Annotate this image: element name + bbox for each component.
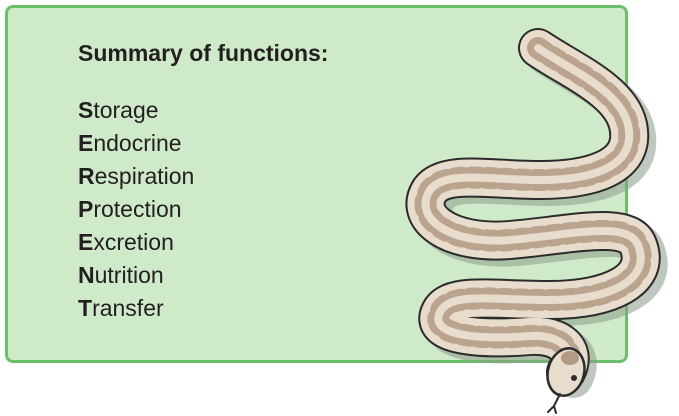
list-item-text: rotection — [93, 196, 182, 222]
list-item-transfer: Transfer — [78, 292, 194, 325]
snake-tongue — [547, 393, 561, 414]
list-item-protection: Protection — [78, 193, 194, 226]
list-item-initial: P — [78, 196, 94, 222]
list-item-initial: E — [78, 130, 94, 156]
snake-icon — [405, 28, 668, 414]
list-item-storage: Storage — [78, 94, 194, 127]
snake-head-marking — [561, 351, 579, 365]
snake-belly — [421, 44, 645, 376]
list-item-initial: T — [78, 295, 93, 321]
list-item-text: ndocrine — [93, 130, 182, 156]
list-item-nutrition: Nutrition — [78, 259, 194, 292]
list-item-text: ransfer — [92, 295, 164, 321]
snake-eye — [571, 375, 577, 381]
summary-heading: Summary of functions: — [78, 40, 329, 66]
list-item-text: espiration — [94, 163, 195, 189]
list-item-initial: N — [78, 262, 95, 288]
list-item-initial: S — [78, 97, 94, 123]
list-item-text: xcretion — [93, 229, 174, 255]
list-item-initial: E — [78, 229, 94, 255]
list-item-initial: R — [78, 163, 95, 189]
functions-list: Storage Endocrine Respiration Protection… — [78, 94, 194, 325]
list-item-excretion: Excretion — [78, 226, 194, 259]
list-item-text: torage — [93, 97, 159, 123]
list-item-respiration: Respiration — [78, 160, 194, 193]
list-item-endocrine: Endocrine — [78, 127, 194, 160]
list-item-text: utrition — [94, 262, 164, 288]
